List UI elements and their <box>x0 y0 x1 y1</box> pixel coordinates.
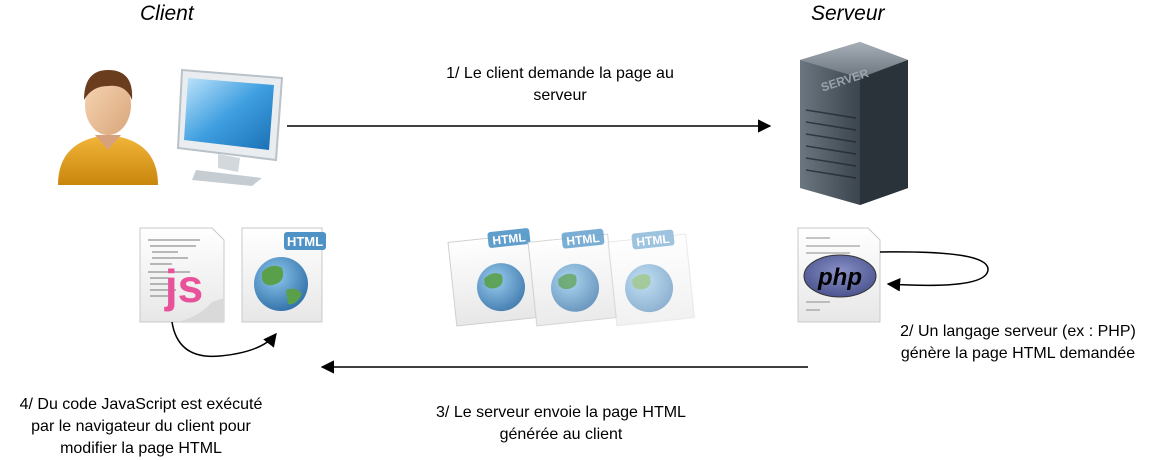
client-html-document-icon: HTML <box>241 227 326 323</box>
transit-html-icon-2: HTML <box>527 228 617 327</box>
server-heading: Serveur <box>811 2 885 25</box>
js-modify-arrow <box>171 321 277 358</box>
php-document-icon: php <box>797 227 881 323</box>
step3-line1: 3/ Le serveur envoie la page HTML <box>436 404 686 421</box>
step4-caption: 4/ Du code JavaScript est exécuté par le… <box>2 394 280 460</box>
step2-line2: génère la page HTML demandée <box>900 345 1136 362</box>
monitor-icon <box>176 68 284 186</box>
step1-line2: serveur <box>533 87 587 104</box>
step4-line3: modifier la page HTML <box>60 440 222 457</box>
step4-line2: par le navigateur du client pour <box>31 418 251 435</box>
client-html-tag: HTML <box>287 234 323 249</box>
transit-html-tag-1: HTML <box>492 230 527 247</box>
transit-html-tag-3: HTML <box>636 232 671 249</box>
step3-caption: 3/ Le serveur envoie la page HTML généré… <box>414 402 708 446</box>
js-document-icon: js <box>139 227 225 323</box>
step3-line2: générée au client <box>499 426 623 443</box>
js-badge: js <box>164 260 203 312</box>
step1-caption: 1/ Le client demande la page au serveur <box>418 63 702 107</box>
client-heading: Client <box>140 2 194 25</box>
php-badge: php <box>817 264 862 291</box>
user-icon <box>58 70 158 185</box>
transit-html-icon-3: HTML <box>607 229 695 327</box>
step2-caption: 2/ Un langage serveur (ex : PHP) génère … <box>880 321 1156 365</box>
step1-line1: 1/ Le client demande la page au <box>446 65 674 82</box>
transit-html-documents: HTML HTML HTML <box>447 228 695 327</box>
step2-line1: 2/ Un langage serveur (ex : PHP) <box>900 323 1136 340</box>
generate-loop-arrow <box>879 251 989 292</box>
transit-html-icon-1: HTML <box>447 228 537 327</box>
server-icon: SERVER <box>800 42 908 205</box>
transit-html-tag-2: HTML <box>566 231 601 248</box>
step4-line1: 4/ Du code JavaScript est exécuté <box>19 396 263 413</box>
